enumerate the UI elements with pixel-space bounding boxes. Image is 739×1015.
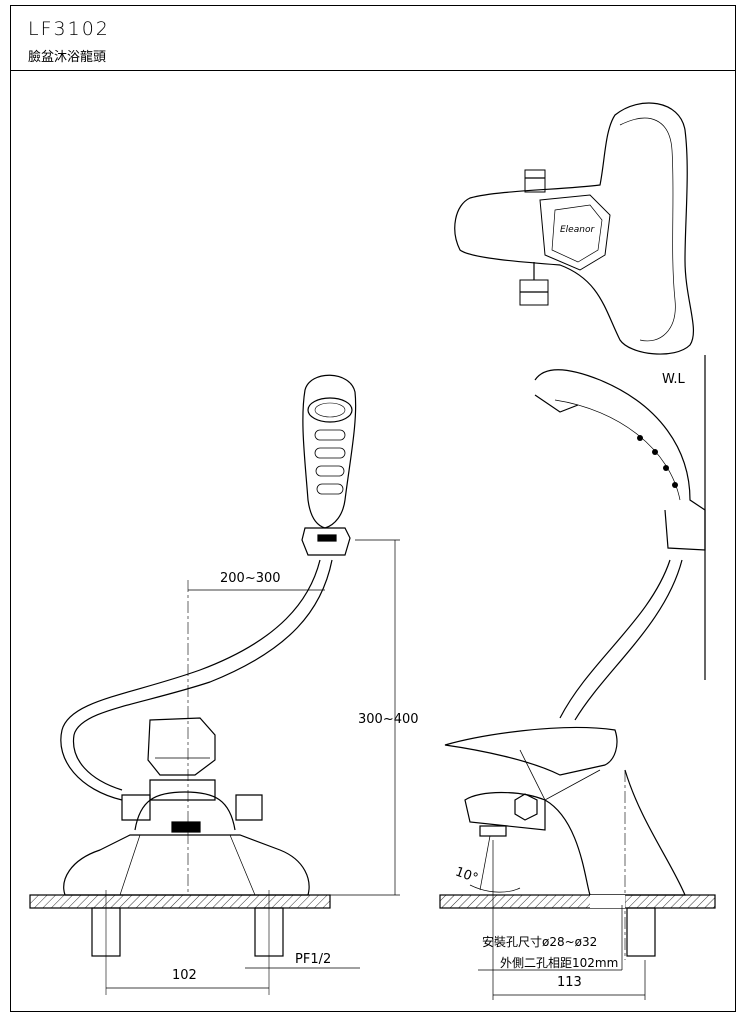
thread-size-label: PF1/2 [295, 952, 332, 967]
hose-reach-dimension: 200~300 [220, 571, 281, 586]
front-view [29, 374, 400, 995]
svg-text:Eleanor: Eleanor [560, 225, 595, 235]
drawing-frame [10, 5, 736, 1012]
header-divider [10, 70, 736, 71]
outer-spacing-note: 外側二孔相距102mm [500, 956, 619, 970]
spout-reach-dimension: 113 [557, 975, 582, 990]
product-name: 臉盆沐浴龍頭 [28, 50, 107, 65]
hole-spacing-dimension: 102 [172, 968, 197, 983]
hose-height-dimension: 300~400 [358, 712, 419, 727]
top-view: Eleanor [454, 102, 694, 355]
model-number: LF3102 [28, 18, 110, 40]
hole-size-note: 安裝孔尺寸ø28~ø32 [482, 935, 598, 949]
side-view [439, 355, 716, 1000]
water-line-label: W.L [662, 372, 685, 387]
